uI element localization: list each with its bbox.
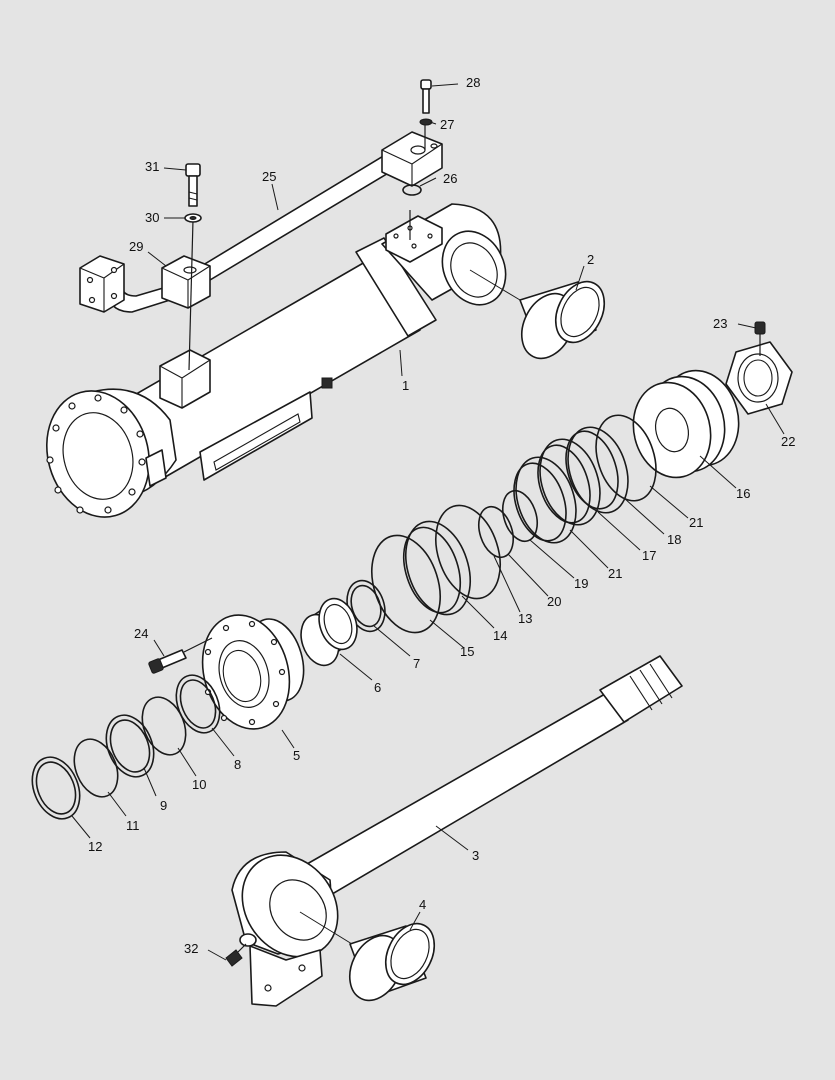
part-32-grease-nipple [225,943,247,967]
part-29-clamp [161,255,211,309]
label-part-14: 14 [493,628,507,643]
part-number-labels: 1 2 3 4 5 6 7 8 9 10 11 12 13 14 15 16 1… [88,75,795,956]
label-part-16: 16 [736,486,750,501]
part-25-tube [79,151,401,313]
label-part-2: 2 [587,252,594,267]
label-part-27: 27 [440,117,454,132]
part-27-washer [419,118,433,126]
label-part-19: 19 [574,576,588,591]
label-part-3: 3 [472,848,479,863]
label-part-6: 6 [374,680,381,695]
label-part-20: 20 [547,594,561,609]
part-24-bolt [148,637,213,674]
label-part-13: 13 [518,611,532,626]
label-part-29: 29 [129,239,143,254]
part-22-nut [725,341,793,415]
label-part-15: 15 [460,644,474,659]
label-part-26: 26 [443,171,457,186]
leader-lines [71,83,785,961]
label-part-30: 30 [145,210,159,225]
part-6-bushing [300,597,358,667]
part-16-piston [632,369,740,479]
part-3-piston-rod [231,655,683,1007]
label-part-4: 4 [419,897,426,912]
label-part-5: 5 [293,748,300,763]
part-4-bushing [348,922,436,1002]
part-25-elbow-block [381,131,443,187]
part-26-o-ring [402,184,422,196]
part-30-washer [184,213,202,223]
label-part-28: 28 [466,75,480,90]
label-part-21-lower: 21 [608,566,622,581]
label-part-11: 11 [126,818,140,833]
label-part-7: 7 [413,656,420,671]
part-2-bushing [519,280,606,360]
label-part-8: 8 [234,757,241,772]
part-31-bolt [185,163,201,207]
label-part-32: 32 [184,941,198,956]
label-part-12: 12 [88,839,102,854]
label-part-18: 18 [667,532,681,547]
label-part-22: 22 [781,434,795,449]
label-part-21-upper: 21 [689,515,703,530]
label-part-1: 1 [402,378,409,393]
label-part-23: 23 [713,316,727,331]
label-part-31: 31 [145,159,159,174]
piston-seal-rings [371,414,657,634]
label-part-9: 9 [160,798,167,813]
label-part-17: 17 [642,548,656,563]
part-5-rod-cover [201,614,305,730]
label-part-24: 24 [134,626,148,641]
part-1-cylinder-tube [46,203,507,518]
rod-seal-rings [31,674,221,820]
label-part-10: 10 [192,777,206,792]
part-28-bolt [420,79,432,114]
label-part-25: 25 [262,169,276,184]
